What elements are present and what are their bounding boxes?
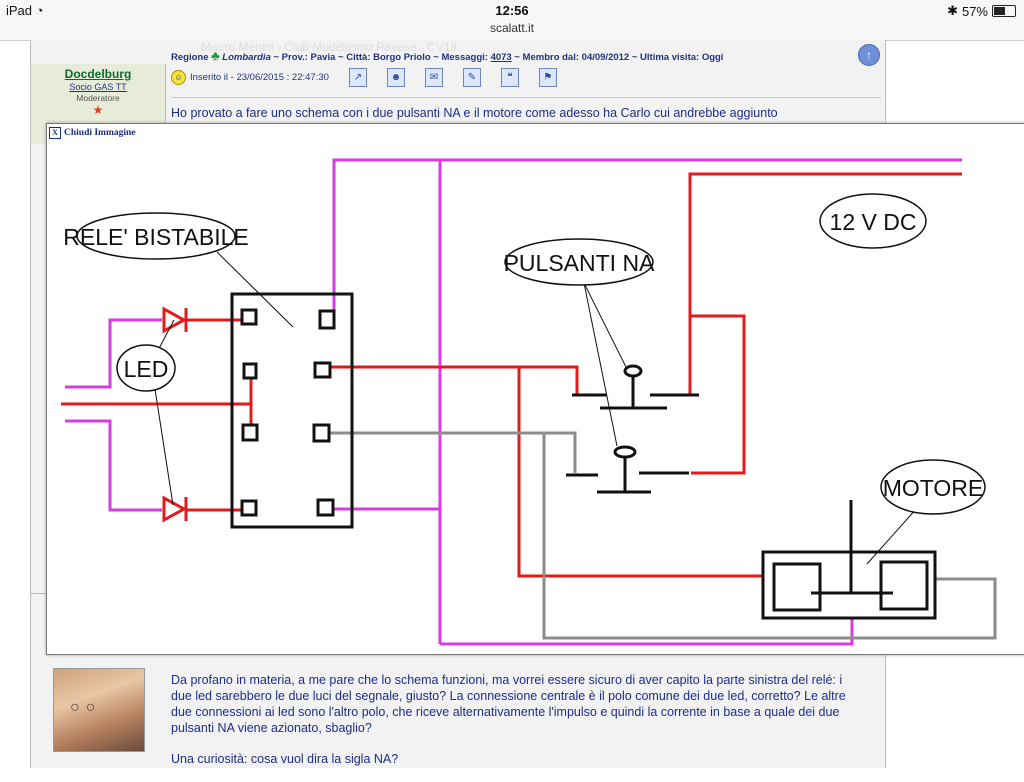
wire-red-12v xyxy=(688,172,962,394)
wire-gray-button2 xyxy=(329,431,577,473)
device-name: iPad xyxy=(6,3,33,18)
motore-label: MOTORE xyxy=(883,475,984,501)
provincia: ~ Prov.: Pavia xyxy=(273,52,336,63)
membro-dal: ~ Membro dal: 04/09/2012 xyxy=(514,52,630,63)
battery-percent: 57% xyxy=(961,3,988,19)
quote-icon[interactable]: ❝ xyxy=(500,68,519,87)
relay xyxy=(230,292,354,529)
diode-top xyxy=(162,306,188,334)
gray-wires xyxy=(329,431,997,640)
avatar[interactable]: ○○ xyxy=(53,668,145,752)
bluetooth-icon: ✱ xyxy=(947,3,958,18)
label-bubbles xyxy=(76,193,986,515)
status-left: iPad ◔ xyxy=(6,3,44,18)
user-icon[interactable]: ☻ xyxy=(386,68,405,87)
led-label: LED xyxy=(124,356,169,382)
pulsanti-bubble xyxy=(504,238,654,286)
scroll-up-icon[interactable]: ↑ xyxy=(858,44,880,66)
ip-icon[interactable]: ⚑ xyxy=(538,68,557,87)
battery-icon xyxy=(992,5,1016,17)
post-divider xyxy=(171,97,881,98)
user-role: Moderatore xyxy=(76,93,120,103)
smiley-icon: ☺ xyxy=(171,70,186,85)
push-button-2 xyxy=(566,445,689,494)
led-bubble xyxy=(116,344,176,392)
username-link[interactable]: Docdelburg xyxy=(64,67,132,81)
member-meta: Regione ♣ Lombardia ~ Prov.: Pavia ~ Cit… xyxy=(171,48,723,63)
inserted-date: Inserito il - 23/06/2015 : 22:47:30 xyxy=(190,72,329,83)
diode-bottom xyxy=(162,495,188,523)
clock: 12:56 xyxy=(495,3,529,18)
red-wires xyxy=(61,172,962,578)
wire-red-button2 xyxy=(690,314,746,475)
citta: ~ Città: Borgo Priolo xyxy=(338,52,431,63)
messaggi-label: ~ Messaggi: xyxy=(433,52,488,63)
reply-paragraph-2: Una curiosità: cosa vuol dira la sigla N… xyxy=(171,752,399,766)
wire-magenta-led-bottom xyxy=(65,419,162,512)
profile-icon[interactable]: ↗ xyxy=(348,68,367,87)
address-url[interactable]: scalatt.it xyxy=(489,21,534,35)
message-icon[interactable]: ✉ xyxy=(424,68,443,87)
messaggi-link[interactable]: 4073 xyxy=(490,52,512,63)
image-overlay: RELE' BISTABILE LED PULSANTI NA 12 V DC … xyxy=(46,123,1024,655)
post-meta: ☺ Inserito il - 23/06/2015 : 22:47:30 ↗ … xyxy=(171,68,557,87)
wire-magenta-led-top xyxy=(65,318,162,389)
reply-paragraph-1: Da profano in materia, a me pare che lo … xyxy=(171,673,846,735)
push-button-1 xyxy=(572,364,699,410)
reply-text: Da profano in materia, a me pare che lo … xyxy=(171,672,861,782)
voltage-bubble xyxy=(819,193,927,249)
status-right: ✱ 57% xyxy=(947,3,1016,19)
voltage-label: 12 V DC xyxy=(830,209,917,235)
wire-magenta-top xyxy=(332,158,962,310)
motor xyxy=(761,500,937,620)
wifi-icon: ◔ xyxy=(35,3,44,18)
edit-icon[interactable]: ✎ xyxy=(462,68,481,87)
author-header: Mauro Menini - Club Modellismo Pavese - … xyxy=(201,40,458,54)
battery-fill xyxy=(994,7,1006,15)
usergroup-link[interactable]: Socio GAS TT xyxy=(69,82,127,92)
pulsanti-label: PULSANTI NA xyxy=(504,250,655,276)
regione-value: Lombardia xyxy=(222,52,271,63)
status-bar: iPad ◔ 12:56 scalatt.it ✱ 57% xyxy=(0,0,1024,41)
clover-icon: ♣ xyxy=(211,48,220,63)
rank-star-icon: ★ xyxy=(92,103,104,117)
motore-bubble xyxy=(880,459,986,515)
regione-label: Regione xyxy=(171,52,209,63)
avatar-glasses-icon: ○○ xyxy=(70,699,102,716)
wire-red-motor xyxy=(517,367,763,578)
rele-label: RELE' BISTABILE xyxy=(63,224,248,250)
close-image-button[interactable]: X Chiudi Immagine xyxy=(49,126,136,139)
post-text: Ho provato a fare uno schema con i due p… xyxy=(171,106,778,120)
wire-red-button1 xyxy=(329,365,579,394)
ultima-visita: ~ Ultima visita: Oggi xyxy=(631,52,724,63)
close-image-label[interactable]: Chiudi Immagine xyxy=(64,127,136,138)
close-icon[interactable]: X xyxy=(49,126,61,139)
callout-lines xyxy=(154,251,918,565)
rele-bubble xyxy=(76,212,236,260)
wire-magenta-motor xyxy=(440,618,854,646)
wiring-diagram: RELE' BISTABILE LED PULSANTI NA 12 V DC … xyxy=(61,158,997,646)
wire-gray-motor xyxy=(542,433,997,640)
member-meta-bar: Regione ♣ Lombardia ~ Prov.: Pavia ~ Cit… xyxy=(31,44,885,66)
